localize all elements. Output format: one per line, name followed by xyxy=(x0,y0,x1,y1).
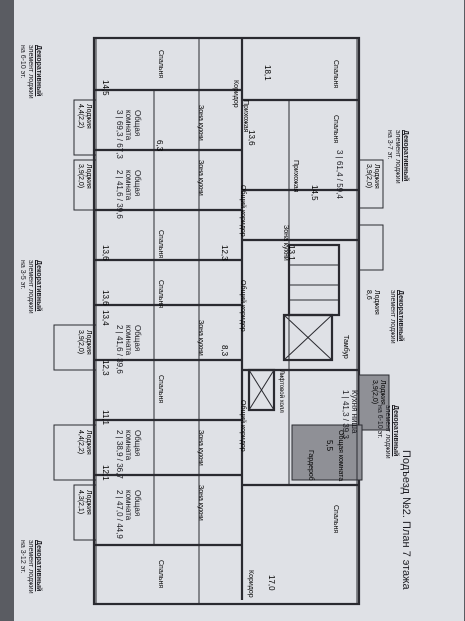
room-common-corridor-1: Общий коридор xyxy=(239,185,246,237)
room-bedroom-7: Спальня xyxy=(332,115,339,144)
dim: 8,3 xyxy=(220,345,229,357)
room-living: Общая комната xyxy=(337,430,344,482)
room-kitchen-1: Зона кухни xyxy=(197,105,204,141)
room-common-corridor-3: Общий коридор xyxy=(239,400,246,452)
note-right-mid: Декоративный элемент лоджии xyxy=(389,290,404,344)
note-left-mid: Декоративный элемент лоджии на 3-5 эт. xyxy=(19,260,42,314)
dim: 12,1 xyxy=(101,465,110,481)
plan-title: Подъезд №2. План 7 этажа xyxy=(400,450,412,590)
room-corridor: Коридор xyxy=(232,80,239,108)
room-hall: Прихожая xyxy=(242,100,249,133)
dim: 12,3 xyxy=(101,360,110,376)
dim: 14,5 xyxy=(310,185,319,201)
dim: 17,0 xyxy=(267,575,276,591)
room-bedroom-6: Спальня xyxy=(332,60,339,89)
text-layer: Подъезд №2. План 7 этажа Декоративный эл… xyxy=(14,0,464,621)
note-right-top: Декоративный элемент лоджии на 3-7 эт. xyxy=(386,130,409,184)
dim: 14,5 xyxy=(101,80,110,96)
room-bedroom-8: Спальня xyxy=(332,505,339,534)
apartment-6[interactable]: 3 | 61,4 / 59,4 xyxy=(335,150,344,199)
note-left-bottom: Декоративный элемент лоджии на 3-12 эт. xyxy=(19,540,42,594)
room-bedroom-3: Спальня xyxy=(157,280,164,309)
note-left-top: Декоративный элемент лоджии на 6-10 эт. xyxy=(19,45,42,99)
dim: 13,4 xyxy=(101,310,110,326)
room-tambour: Тамбур xyxy=(342,335,349,359)
dim: 13,1 xyxy=(287,245,296,261)
dim: 13,6 xyxy=(247,130,256,146)
highlighted-loggia xyxy=(358,374,390,431)
room-common-corridor-2: Общий коридор xyxy=(239,280,246,332)
room-kitchen-3: Зона кухни xyxy=(197,320,204,356)
room-bedroom-4: Спальня xyxy=(157,375,164,404)
dim: 18,1 xyxy=(263,65,272,81)
dim: 11,1 xyxy=(101,410,110,425)
outer-wall xyxy=(92,36,361,606)
highlighted-apartment xyxy=(291,424,363,481)
plan-sheet: Подъезд №2. План 7 этажа Декоративный эл… xyxy=(14,0,464,621)
room-corridor-2: Коридор xyxy=(247,570,254,598)
room-kitchen-4: Зона кухни xyxy=(197,430,204,466)
dim: 13,6 xyxy=(101,290,110,306)
dim: 6,3 xyxy=(155,140,164,152)
dim: 12,3 xyxy=(220,245,229,261)
room-lift-hall: Лифтовой холл xyxy=(278,370,284,413)
room-hall-2: Прихожая xyxy=(292,160,299,193)
room-bedroom-2: Спальня xyxy=(157,230,164,259)
dim: 13,6 xyxy=(101,245,110,261)
room-wardrobe: Гардероб xyxy=(307,450,314,481)
room-kitchen-5: Зона кухни xyxy=(197,485,204,521)
note-right-low: Декоративный элемент лоджии на 6-10 эт. xyxy=(376,405,399,459)
room-bedroom-1: Спальня xyxy=(157,50,164,79)
floor-plan-drawing xyxy=(53,36,390,606)
dim: 5,5 xyxy=(325,440,334,452)
room-kitchen-2: Зона кухни xyxy=(197,160,204,196)
room-bedroom-5: Спальня xyxy=(157,560,164,589)
